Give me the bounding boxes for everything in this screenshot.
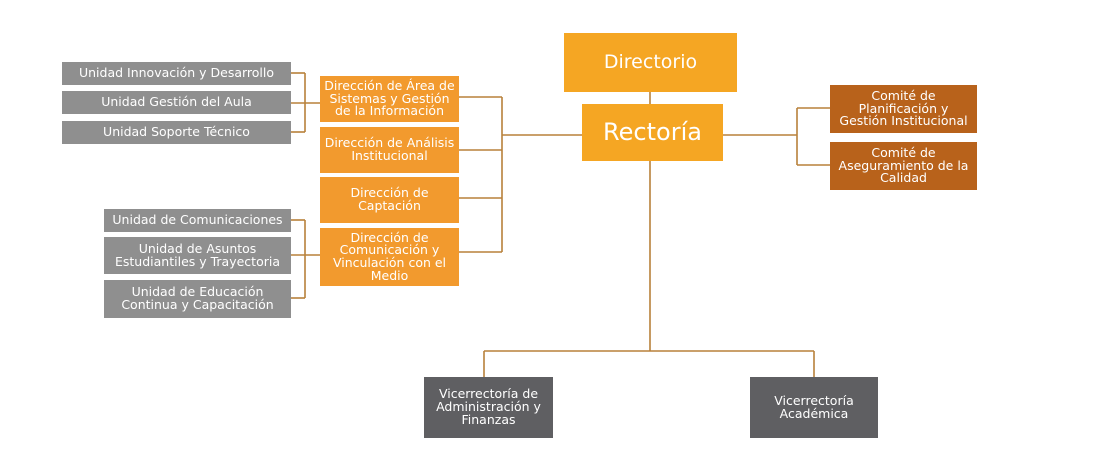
unidad-educacion-continua-box: Unidad de Educación Continua y Capacitac… [104, 280, 291, 318]
unidad-comunicaciones-box: Unidad de Comunicaciones [104, 209, 291, 232]
direccion-captacion-box: Dirección de Captación [320, 177, 459, 223]
vicerrectoria-academica-box: Vicerrectoría Académica [750, 377, 878, 438]
unidad-innovacion-box: Unidad Innovación y Desarrollo [62, 62, 291, 85]
unidad-gestion-aula-box: Unidad Gestión del Aula [62, 91, 291, 114]
comite-planificacion-box: Comité de Planificación y Gestión Instit… [830, 85, 977, 133]
unidad-asuntos-estudiantiles-box: Unidad de Asuntos Estudiantiles y Trayec… [104, 237, 291, 274]
direccion-analisis-box: Dirección de Análisis Institucional [320, 127, 459, 173]
direccion-sistemas-box: Dirección de Área de Sistemas y Gestión … [320, 76, 459, 122]
vicerrectoria-administracion-box: Vicerrectoría de Administración y Finanz… [424, 377, 553, 438]
unidad-soporte-box: Unidad Soporte Técnico [62, 121, 291, 144]
comite-aseguramiento-box: Comité de Aseguramiento de la Calidad [830, 142, 977, 190]
directorio-box: Directorio [564, 33, 737, 92]
rectoria-box: Rectoría [582, 104, 723, 161]
direccion-comunicacion-box: Dirección de Comunicación y Vinculación … [320, 228, 459, 286]
